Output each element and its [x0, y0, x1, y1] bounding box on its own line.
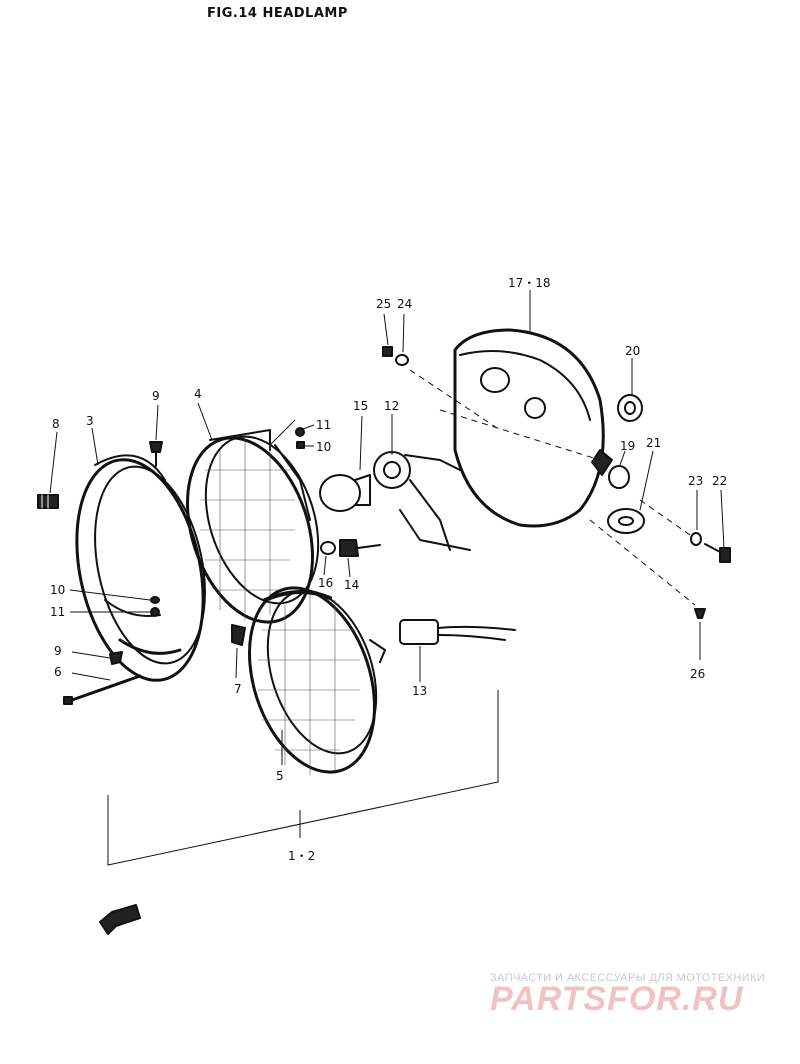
headlamp-housing [453, 328, 613, 528]
watermark-brand: PARTSFOR.RU [490, 980, 744, 1018]
watermark-tagline: ЗАПЧАСТИ И АКСЕССУАРЫ ДЛЯ МОТОТЕХНИКИ [490, 972, 766, 984]
figure-title: FIG.14 HEADLAMP [207, 6, 348, 21]
callout-17-18: 17・18 [508, 276, 551, 290]
pilot-bulb [320, 539, 381, 557]
screw-top [149, 441, 163, 467]
bulb-and-socket [319, 451, 471, 551]
callout-10-top: 10 [316, 440, 332, 454]
callout-1-2: 1・2 [288, 849, 316, 863]
callout-11-top: 11 [316, 418, 332, 432]
callout-3: 3 [86, 414, 94, 428]
screw-bottom [109, 651, 123, 665]
leader-lines [49, 290, 725, 866]
screw-26 [694, 608, 706, 619]
mounting-bolt [63, 674, 142, 705]
small-nuts [295, 427, 305, 449]
callout-6: 6 [54, 665, 62, 679]
callout-14: 14 [344, 578, 360, 592]
callout-25: 25 [376, 297, 392, 311]
callout-11-rim: 11 [50, 605, 66, 619]
callout-9-bottom: 9 [54, 644, 62, 658]
sealed-beam-unit [186, 429, 320, 624]
callout-13: 13 [412, 684, 428, 698]
callout-22: 22 [712, 474, 728, 488]
callout-8: 8 [52, 417, 60, 431]
nut-and-washer [382, 346, 409, 366]
clip [231, 624, 246, 646]
callout-24: 24 [397, 297, 413, 311]
adjusting-screw [37, 494, 59, 509]
rim-nuts [150, 596, 160, 617]
callout-16: 16 [318, 576, 334, 590]
headlamp-rim [75, 454, 206, 682]
lens-unit [248, 586, 386, 776]
callout-7: 7 [234, 682, 242, 696]
callout-26: 26 [690, 667, 706, 681]
callout-10-rim: 10 [50, 583, 66, 597]
callout-21: 21 [646, 436, 662, 450]
callout-9-top: 9 [152, 389, 160, 403]
callout-12: 12 [384, 399, 400, 413]
callout-20: 20 [625, 344, 641, 358]
bolt-and-washer [690, 532, 731, 563]
grommets [607, 394, 645, 534]
front-arrow-icon [99, 904, 141, 935]
callout-15: 15 [353, 399, 369, 413]
callout-5: 5 [276, 769, 284, 783]
callout-19: 19 [620, 439, 636, 453]
callout-23: 23 [688, 474, 704, 488]
callout-4: 4 [194, 387, 202, 401]
wire-connector [399, 619, 516, 645]
